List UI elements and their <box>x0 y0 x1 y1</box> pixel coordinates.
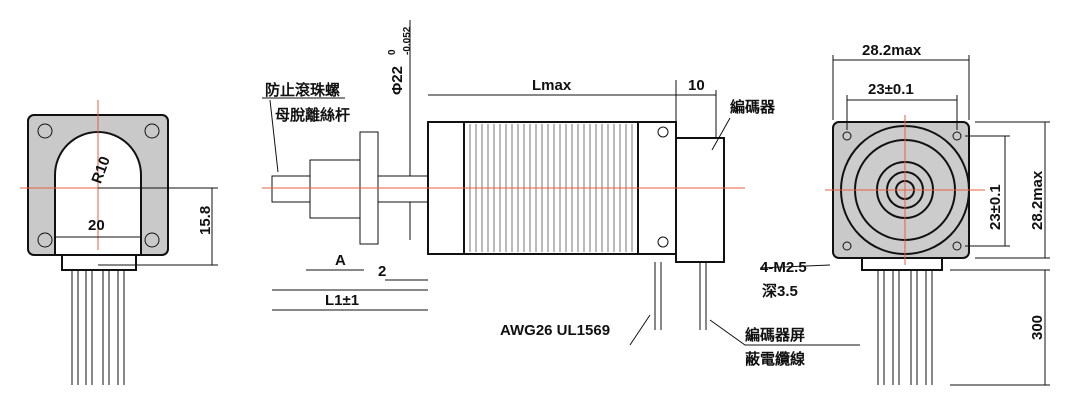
left-end-view: R10 20 15.8 <box>20 100 218 385</box>
shaft-diameter: Φ22 <box>389 66 406 95</box>
tolerance-lower: -0.052 <box>402 26 413 55</box>
outer-height: 28.2max <box>1029 170 1046 230</box>
hole-width: 23±0.1 <box>868 81 914 98</box>
length-label: Lmax <box>532 77 572 94</box>
cable-label-1: 編碼器屏 <box>745 326 805 344</box>
cable-label-2: 蔽電纜線 <box>745 350 805 368</box>
lead-length: 300 <box>1029 315 1046 340</box>
screw-depth: 深3.5 <box>762 282 798 300</box>
note-line-2: 母脫離絲杆 <box>275 106 350 124</box>
wire-label: AWG26 UL1569 <box>500 322 610 339</box>
tolerance-upper: 0 <box>387 49 398 55</box>
encoder-label: 編碼器 <box>730 98 776 116</box>
dim-a: A <box>335 252 346 269</box>
outer-width: 28.2max <box>862 42 922 59</box>
note-line-1: 防止滾珠螺 <box>265 81 340 99</box>
screw-spec: 4-M2.5 <box>760 259 807 276</box>
front-view: 28.2max 23±0.1 23±0.1 28.2max 4-M2.5 深3.… <box>760 42 1050 386</box>
hole-height: 23±0.1 <box>987 184 1004 230</box>
dim-2: 2 <box>378 263 386 280</box>
encoder-length: 10 <box>688 77 705 94</box>
height-label: 15.8 <box>197 206 214 235</box>
dim-l1: L1±1 <box>325 292 359 309</box>
width-label: 20 <box>88 217 105 234</box>
side-view: 防止滾珠螺 母脫離絲杆 Φ22 0 -0.052 Lmax 10 編碼器 A 2… <box>262 20 860 368</box>
